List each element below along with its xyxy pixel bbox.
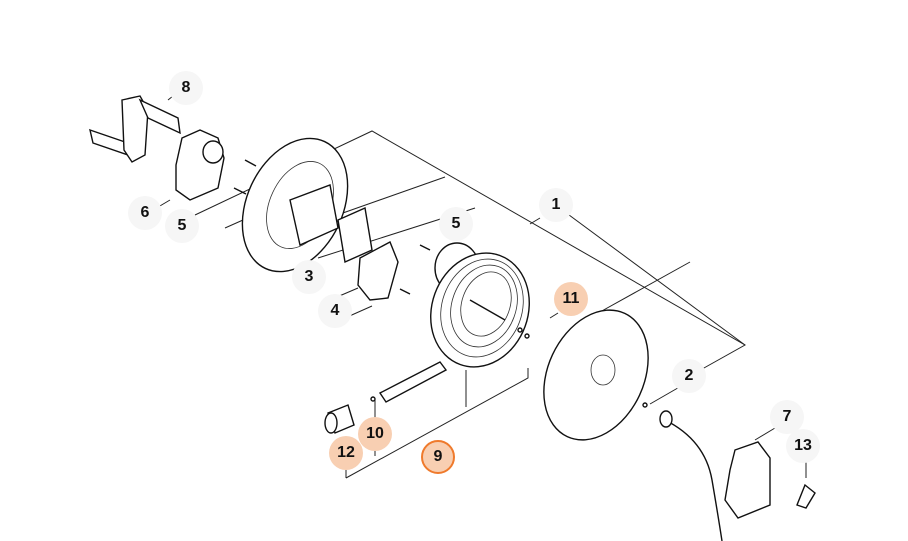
callout-8[interactable]: 8 xyxy=(169,71,203,105)
callout-3[interactable]: 3 xyxy=(292,260,326,294)
callout-2[interactable]: 2 xyxy=(672,359,706,393)
seals xyxy=(370,327,648,408)
callout-12[interactable]: 12 xyxy=(329,436,363,470)
callout-9[interactable]: 9 xyxy=(421,440,455,474)
callout-10[interactable]: 10 xyxy=(358,417,392,451)
part-9-hose-coil[interactable] xyxy=(378,239,545,403)
part-6-bracket[interactable] xyxy=(175,129,225,201)
callout-11[interactable]: 11 xyxy=(554,282,588,316)
callout-6[interactable]: 6 xyxy=(128,196,162,230)
callout-4[interactable]: 4 xyxy=(318,294,352,328)
part-3-plate[interactable] xyxy=(337,206,373,264)
right-drum-flange[interactable] xyxy=(524,293,668,457)
callout-5-left[interactable]: 5 xyxy=(165,209,199,243)
part-12-nozzle[interactable] xyxy=(324,404,355,434)
part-13-clip[interactable] xyxy=(796,483,816,509)
left-drum-flange[interactable] xyxy=(222,121,368,288)
callout-7[interactable]: 7 xyxy=(770,400,804,434)
callout-13[interactable]: 13 xyxy=(786,429,820,463)
part-2-inlet-hose[interactable] xyxy=(659,410,723,541)
part-7-hose-guide[interactable] xyxy=(724,441,771,519)
callout-1[interactable]: 1 xyxy=(539,188,573,222)
part-8-crank-handle[interactable] xyxy=(89,95,181,163)
screws xyxy=(233,159,431,295)
part-4-cover[interactable] xyxy=(357,241,399,301)
callout-5-upper[interactable]: 5 xyxy=(439,207,473,241)
